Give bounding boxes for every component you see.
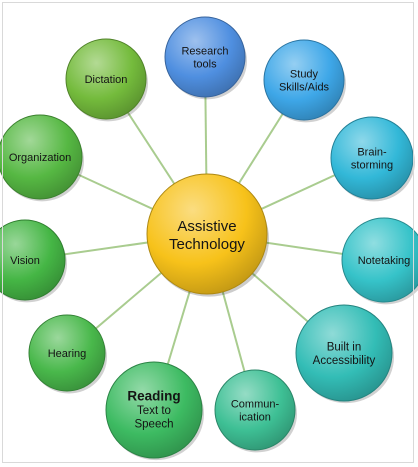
node-vision: Vision bbox=[0, 219, 67, 303]
node-label: Skills/Aids bbox=[279, 81, 330, 93]
node-circle bbox=[105, 361, 203, 459]
center-circle bbox=[146, 173, 268, 295]
node-circle bbox=[341, 217, 418, 303]
node-label: Research bbox=[181, 45, 228, 57]
center-label: Technology bbox=[169, 236, 245, 253]
node-label: ication bbox=[239, 411, 271, 423]
node-circle bbox=[295, 304, 393, 402]
node-label: Commun- bbox=[231, 398, 280, 410]
node-label: Built in bbox=[327, 341, 362, 353]
node-circle bbox=[65, 38, 147, 120]
node-label: Hearing bbox=[48, 348, 87, 360]
node-label: Vision bbox=[10, 255, 40, 267]
node-circle bbox=[0, 114, 83, 200]
node-label: Notetaking bbox=[358, 255, 411, 267]
node-brainstorming: Brain-storming bbox=[330, 116, 415, 202]
node-label: tools bbox=[193, 58, 217, 70]
node-circle bbox=[164, 16, 246, 98]
node-label: storming bbox=[351, 159, 393, 171]
node-circle bbox=[263, 39, 345, 121]
node-label: Organization bbox=[9, 152, 71, 164]
node-label: Accessibility bbox=[313, 355, 376, 367]
center-label: Assistive bbox=[177, 218, 236, 235]
node-label: Study bbox=[290, 68, 319, 80]
node-label: Reading bbox=[127, 389, 180, 404]
node-label: Dictation bbox=[85, 74, 128, 86]
node-communication: Commun-ication bbox=[214, 369, 297, 453]
node-label: Brain- bbox=[357, 146, 387, 158]
node-circle bbox=[214, 369, 296, 451]
node-built-in-accessibility: Built in Accessibility bbox=[295, 304, 394, 404]
node-dictation: Dictation bbox=[65, 38, 148, 122]
node-circle bbox=[28, 314, 106, 392]
node-notetaking: Notetaking bbox=[341, 217, 418, 305]
node-organization: Organization bbox=[0, 114, 84, 202]
node-circle bbox=[0, 219, 66, 301]
node-hearing: Hearing bbox=[28, 314, 107, 394]
topic-nodes: ResearchtoolsStudySkills/AidsBrain-storm… bbox=[0, 16, 418, 461]
node-label: Text to bbox=[137, 405, 171, 417]
node-label: Speech bbox=[134, 419, 173, 431]
